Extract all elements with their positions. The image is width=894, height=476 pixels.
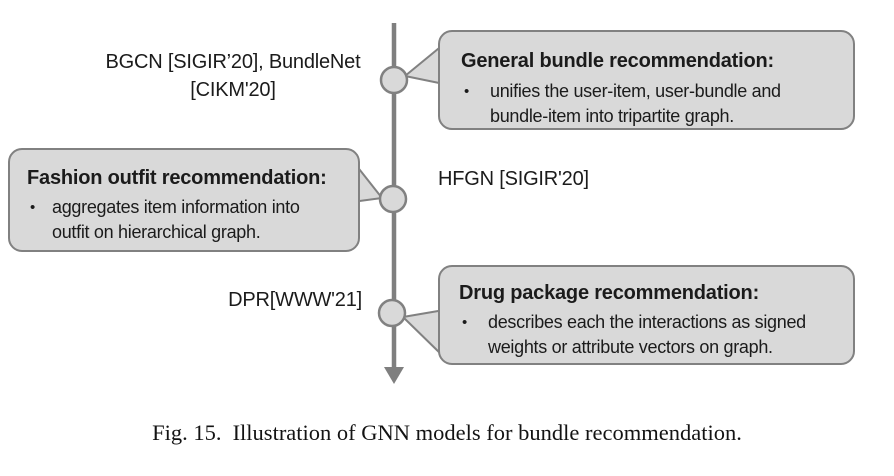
timeline-node-3 (377, 298, 407, 328)
callout-title: Drug package recommendation: (459, 282, 760, 304)
bullet-icon: • (30, 199, 36, 216)
figure-caption: Fig. 15. Illustration of GNN models for b… (0, 419, 894, 447)
arrow-down-icon (384, 367, 404, 384)
bullet-icon: • (462, 314, 468, 331)
figure-caption-label: Fig. 15. (152, 420, 222, 445)
callout-title: General bundle recommendation: (461, 50, 774, 72)
bullet-line: unifies the user-item, user-bundle and (490, 81, 781, 101)
model-label-bgcn-bundlenet: BGCN [SIGIR’20], BundleNet [CIKM'20] (105, 51, 361, 101)
bullet-line: outfit on hierarchical graph. (52, 222, 261, 242)
callout-fashion-outfit-recommendation: Fashion outfit recommendation: • aggrega… (8, 148, 360, 252)
callout-bullet: • aggregates item information into outfi… (27, 195, 350, 245)
callout-title: Fashion outfit recommendation: (27, 167, 327, 189)
callout-bullet: • unifies the user-item, user-bundle and… (461, 79, 843, 129)
callout-bullet-text: unifies the user-item, user-bundle and b… (490, 79, 781, 129)
callout-general-bundle-recommendation: General bundle recommendation: • unifies… (438, 30, 855, 130)
model-label-hfgn: HFGN [SIGIR'20] (438, 168, 589, 190)
model-label-dpr: DPR[WWW'21] (228, 289, 362, 311)
timeline-node-1 (379, 65, 409, 95)
bullet-line: aggregates item information into (52, 197, 300, 217)
timeline-node-2 (378, 184, 408, 214)
callout-drug-package-recommendation: Drug package recommendation: • describes… (438, 265, 855, 365)
callout-bullet-text: describes each the interactions as signe… (488, 310, 806, 360)
bullet-icon: • (464, 83, 470, 100)
bullet-line: weights or attribute vectors on graph. (488, 337, 773, 357)
bullet-line: describes each the interactions as signe… (488, 312, 806, 332)
bullet-line: bundle-item into tripartite graph. (490, 106, 734, 126)
callout-bullet: • describes each the interactions as sig… (459, 310, 843, 360)
callout-bullet-text: aggregates item information into outfit … (52, 195, 300, 245)
figure-caption-text: Illustration of GNN models for bundle re… (232, 420, 742, 445)
